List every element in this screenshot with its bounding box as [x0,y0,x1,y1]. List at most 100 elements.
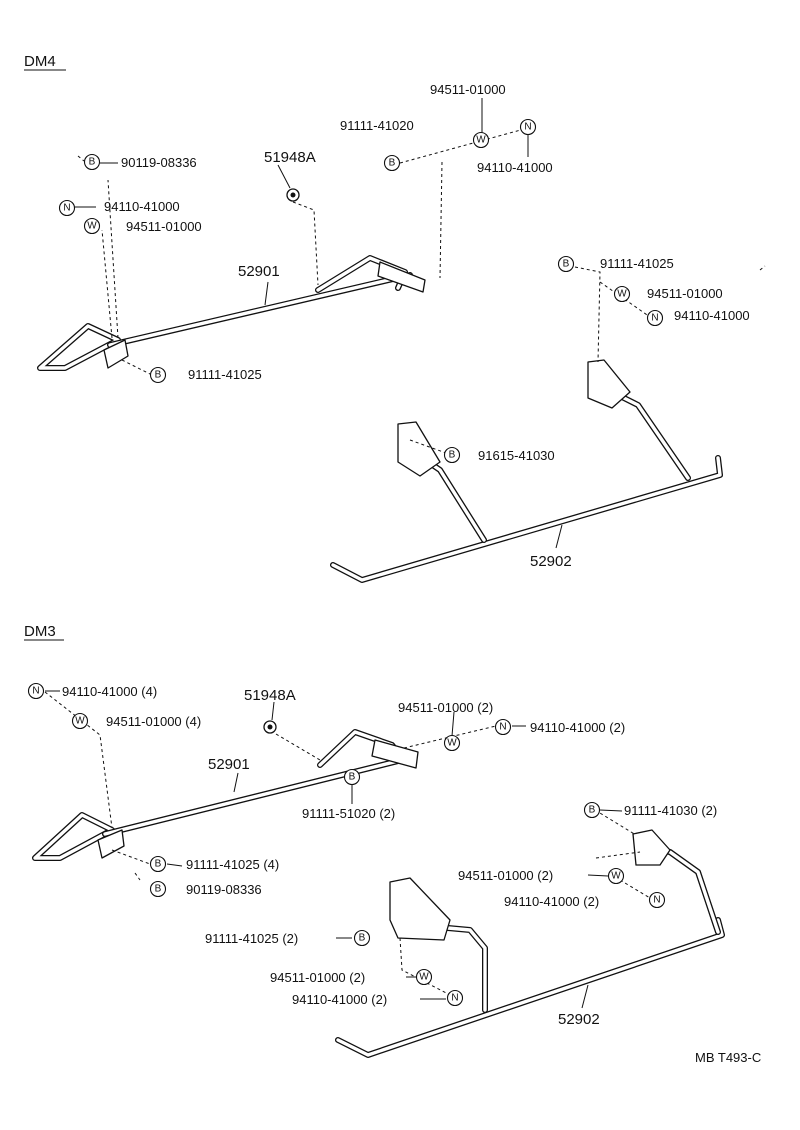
bolt-icon: B [83,153,101,171]
part-52902-rear-bar [330,359,723,583]
bracket-rear-left [389,877,451,941]
bracket-left [97,829,125,859]
svg-text:B: B [89,157,96,168]
clip-51948A [263,720,277,734]
part-label: 91111-41020 [340,118,414,133]
svg-text:B: B [155,859,162,870]
svg-text:W: W [611,871,621,882]
part-label: 94110-41000 [104,199,180,214]
svg-text:W: W [419,972,429,983]
svg-text:B: B [449,450,456,461]
svg-text:N: N [653,895,660,906]
section-dm4: DM4 [24,53,766,583]
svg-text:B: B [349,772,356,783]
bracket-rear-right [632,829,671,866]
part-label: 91111-41025 (2) [205,931,298,946]
figure-id: MB T493-C [695,1050,761,1065]
part-label: 94511-01000 [430,82,506,97]
svg-text:B: B [359,933,366,944]
part-label: 94110-41000 (2) [530,720,625,735]
leader-rear-right [574,266,601,363]
part-label: 94110-41000 (2) [504,894,599,909]
section-dm3: DM3 [24,623,725,1058]
washer-icon: W [83,217,101,235]
svg-text:B: B [389,158,396,169]
bracket-right [377,261,426,293]
nut-icon: N [648,891,666,909]
svg-text:B: B [155,370,162,381]
part-label: 91111-41030 (2) [624,803,717,818]
bracket-left [103,339,129,369]
part-label: 91111-41025 (4) [186,857,279,872]
svg-text:B: B [563,259,570,270]
svg-text:B: B [589,805,596,816]
washer-icon: W [443,734,461,752]
bolt-icon: B [149,880,167,898]
svg-text:N: N [63,203,70,214]
bolt-icon: B [149,366,167,384]
part-label: 94110-41000 (2) [292,992,387,1007]
bracket-rear-right [587,359,631,409]
part-label: 94110-41000 [477,160,553,175]
bolt-icon: B [583,801,601,819]
part-label: 94110-41000 [674,308,750,323]
part-label: 94511-01000 (4) [106,714,201,729]
part-52902-rear-bar [335,829,725,1058]
nut-icon: N [519,118,537,136]
svg-text:W: W [447,738,457,749]
leader-clip [275,733,321,761]
part-label: 90119-08336 [121,155,197,170]
svg-text:N: N [651,313,658,324]
bracket-rear-left [397,421,441,477]
nut-icon: N [494,718,512,736]
part-label: 94511-01000 [647,286,723,301]
part-label: 94511-01000 (2) [458,868,553,883]
washer-icon: W [71,712,89,730]
part-label: 51948A [244,687,296,704]
part-label: 94511-01000 (2) [398,700,493,715]
bracket-right [371,739,419,769]
part-label: 94511-01000 (2) [270,970,365,985]
part-52901-front-bar [37,255,426,371]
leader-clip [292,201,319,286]
part-label: 52901 [238,263,280,280]
part-label: 94511-01000 [126,219,202,234]
washer-icon: W [607,867,625,885]
section-title-dm3: DM3 [24,623,56,640]
nut-icon: N [27,682,45,700]
leader-top-bolt [399,127,529,164]
svg-text:W: W [617,289,627,300]
svg-text:N: N [524,122,531,133]
bolt-icon: B [353,929,371,947]
svg-text:N: N [451,993,458,1004]
svg-text:W: W [87,221,97,232]
part-label: 94110-41000 (4) [62,684,157,699]
nut-icon: N [58,199,76,217]
section-title-dm4: DM4 [24,53,56,70]
part-label: 52901 [208,756,250,773]
svg-text:B: B [155,884,162,895]
part-label: 91111-41025 [600,256,674,271]
nut-icon: N [646,309,664,327]
part-label: 90119-08336 [186,882,262,897]
clip-51948A [286,188,300,202]
part-label: 91111-41025 [188,367,262,382]
bolt-icon: B [343,768,361,786]
washer-icon: W [613,285,631,303]
part-label: 52902 [558,1011,600,1028]
leader-left-stack [44,691,113,829]
bolt-icon: B [383,154,401,172]
part-label: 91111-51020 (2) [302,806,395,821]
svg-text:W: W [75,716,85,727]
leader-left-stack [107,179,119,339]
bolt-icon: B [557,255,575,273]
part-label: 51948A [264,149,316,166]
bolt-icon: B [443,446,461,464]
washer-icon: W [415,968,433,986]
part-52901-front-bar [32,729,419,861]
svg-text:N: N [32,686,39,697]
part-label: 91615-41030 [478,448,555,463]
washer-icon: W [472,131,490,149]
svg-text:N: N [499,722,506,733]
